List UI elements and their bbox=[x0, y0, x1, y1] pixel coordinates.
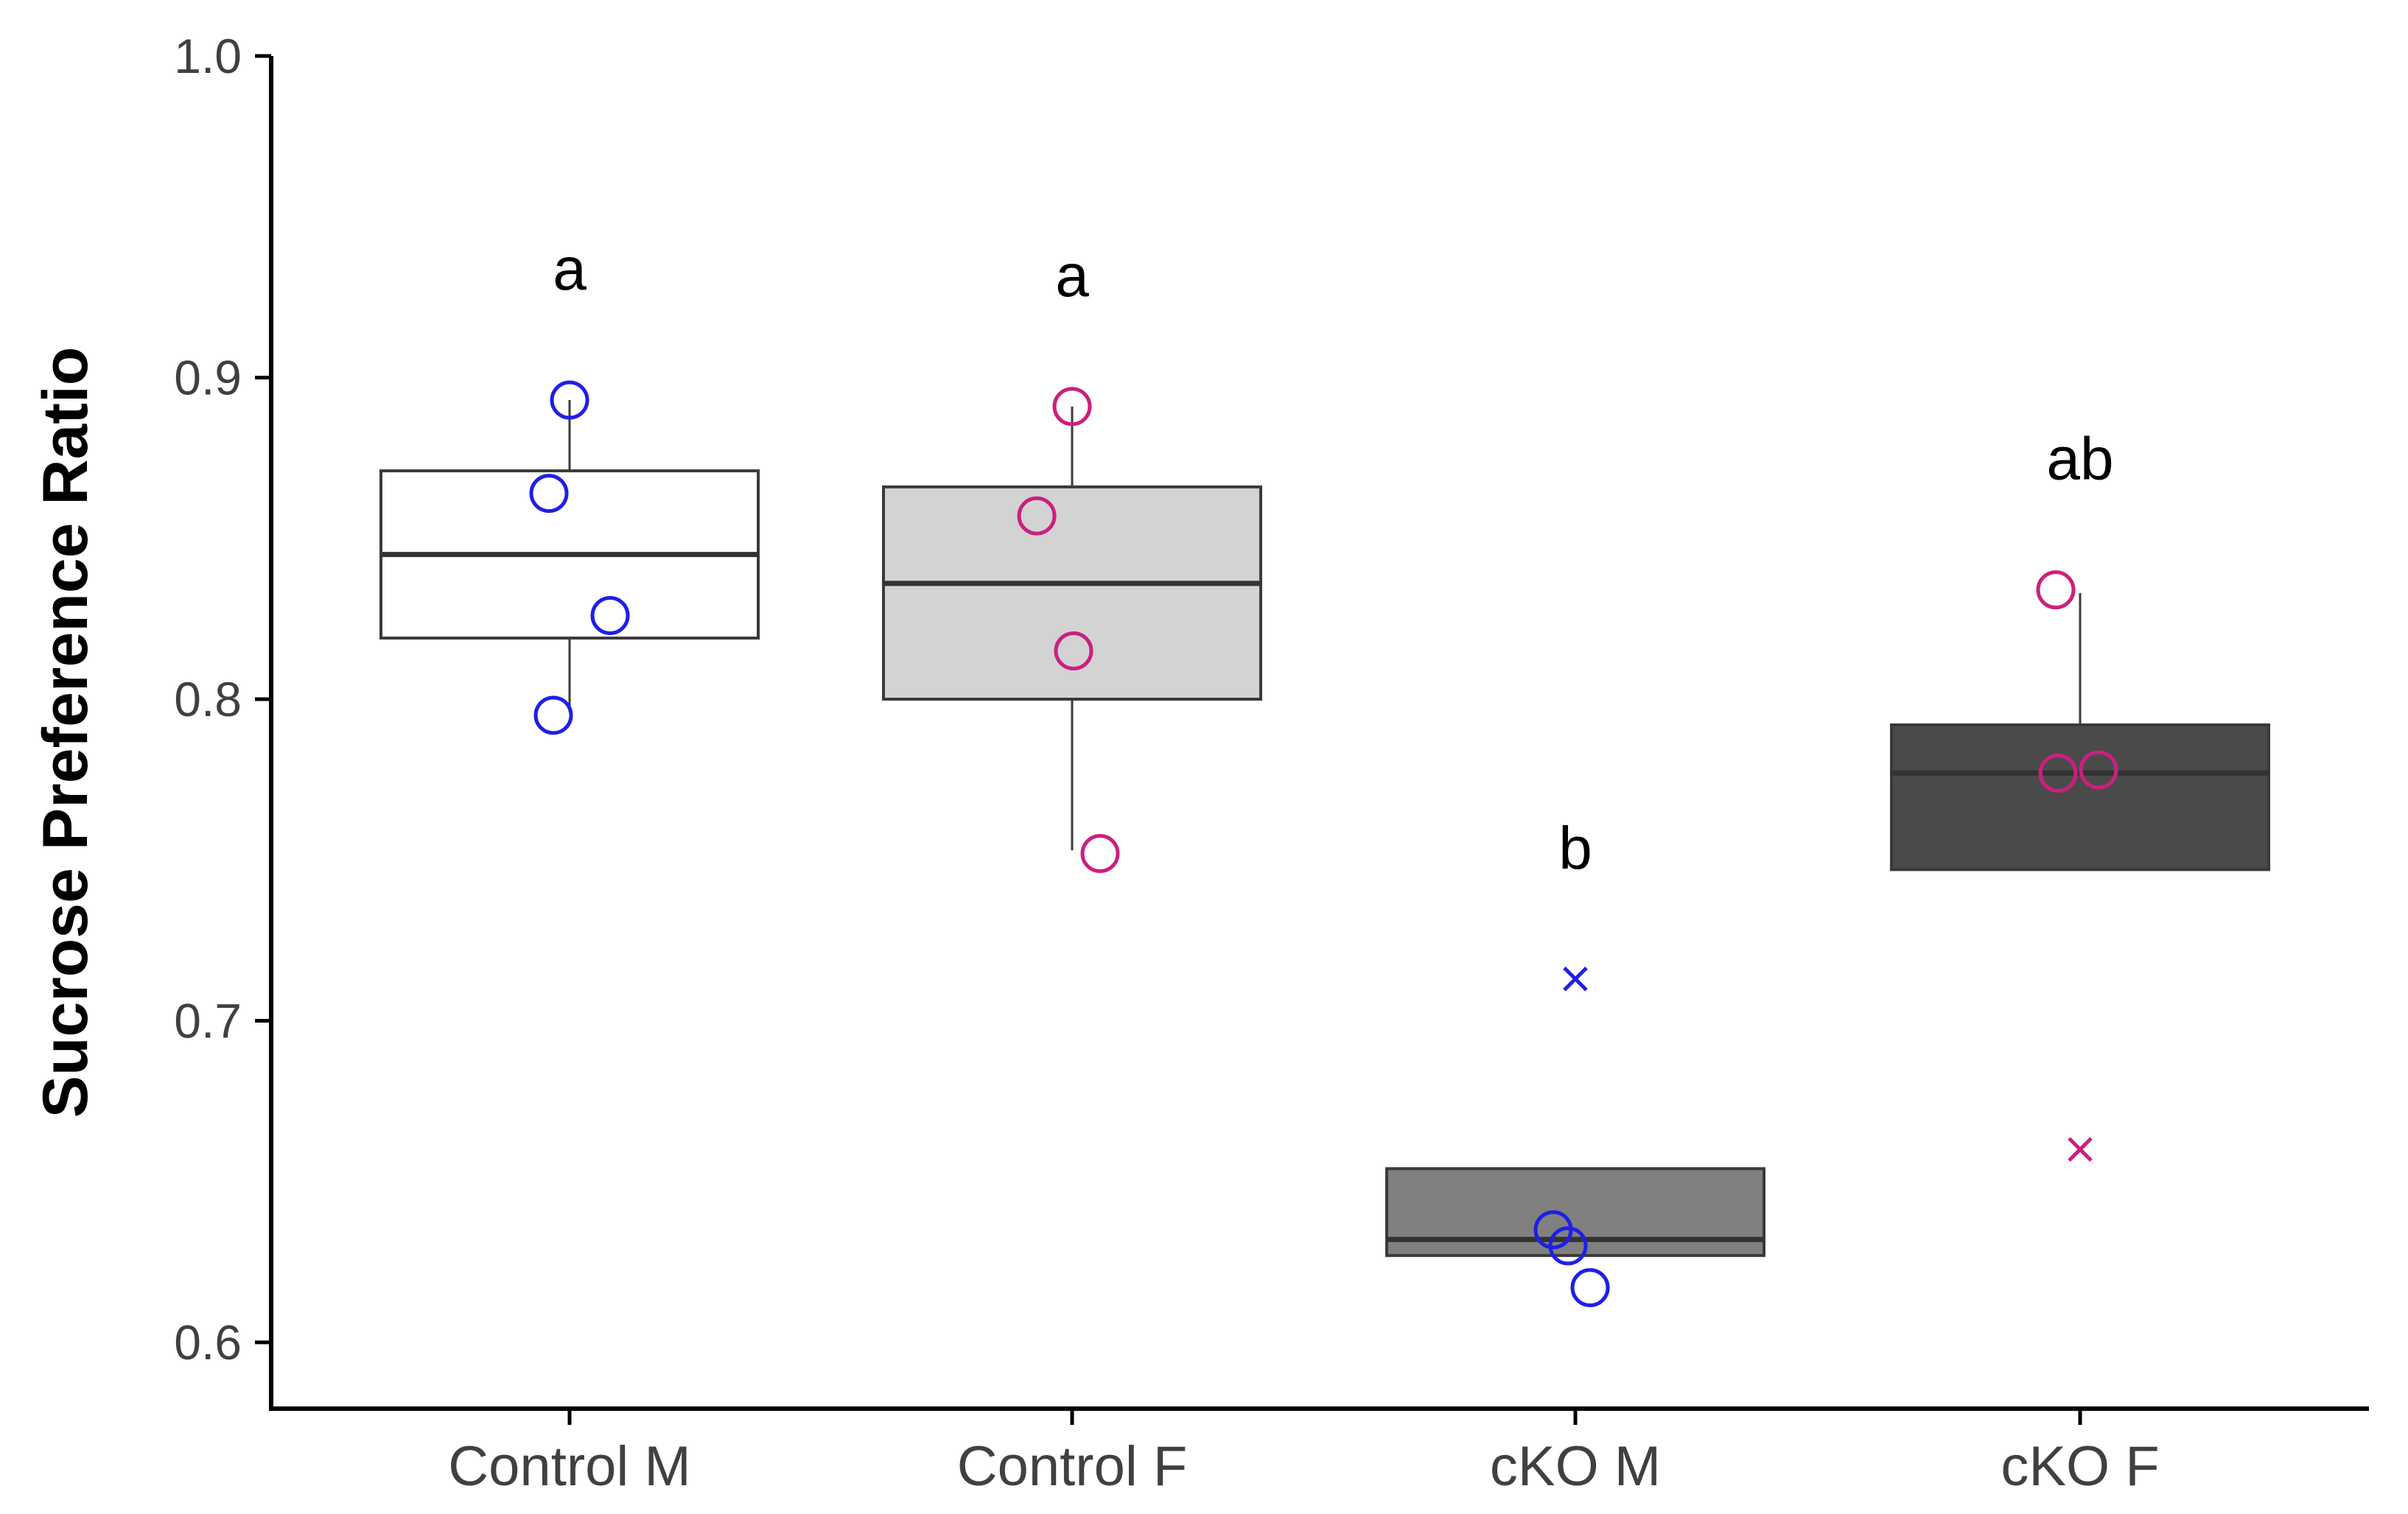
data-point bbox=[2079, 750, 2118, 790]
data-point bbox=[529, 474, 569, 514]
data-point bbox=[1017, 496, 1057, 536]
significance-letter: a bbox=[1055, 242, 1089, 309]
data-point bbox=[1080, 834, 1120, 874]
data-point bbox=[550, 380, 589, 420]
outlier-stroke bbox=[2068, 1137, 2093, 1162]
box-cko-m bbox=[1385, 1167, 1765, 1258]
data-point bbox=[1548, 1226, 1588, 1266]
y-tick-label: 0.6 bbox=[174, 1315, 242, 1370]
data-point bbox=[2038, 753, 2078, 793]
data-point bbox=[1054, 631, 1093, 671]
axes bbox=[269, 56, 2369, 1411]
significance-letter: ab bbox=[2046, 426, 2113, 493]
x-tick-label: Control M bbox=[448, 1435, 690, 1498]
box-cko-f bbox=[1890, 723, 2270, 872]
data-point bbox=[533, 695, 573, 735]
data-point bbox=[2036, 570, 2076, 610]
significance-letter: a bbox=[553, 236, 587, 303]
outlier-stroke bbox=[1563, 966, 1588, 992]
y-axis-label: Sucrose Preference Ratio bbox=[30, 347, 101, 1118]
x-ticks: Control M Control F cKO M cKO F bbox=[448, 1409, 2160, 1498]
y-tick-label: 0.9 bbox=[174, 351, 242, 405]
x-tick-label: cKO M bbox=[1490, 1435, 1661, 1498]
significance-letter: b bbox=[1558, 815, 1592, 882]
y-tick-label: 0.7 bbox=[174, 994, 242, 1048]
outlier-marker bbox=[2068, 1137, 2093, 1162]
y-tick-label: 0.8 bbox=[174, 672, 242, 726]
data-point bbox=[590, 596, 630, 636]
x-tick-label: cKO F bbox=[2001, 1435, 2159, 1498]
outlier-marker bbox=[1563, 966, 1588, 992]
data-point bbox=[1570, 1268, 1610, 1308]
boxes bbox=[379, 400, 2270, 1258]
data-point bbox=[1052, 387, 1092, 427]
y-tick-label: 1.0 bbox=[174, 29, 242, 83]
x-tick-label: Control F bbox=[957, 1435, 1188, 1498]
box-control-f bbox=[882, 485, 1262, 701]
data-points bbox=[529, 380, 2118, 1308]
y-ticks: 0.6 0.7 0.8 0.9 1.0 bbox=[174, 29, 271, 1370]
